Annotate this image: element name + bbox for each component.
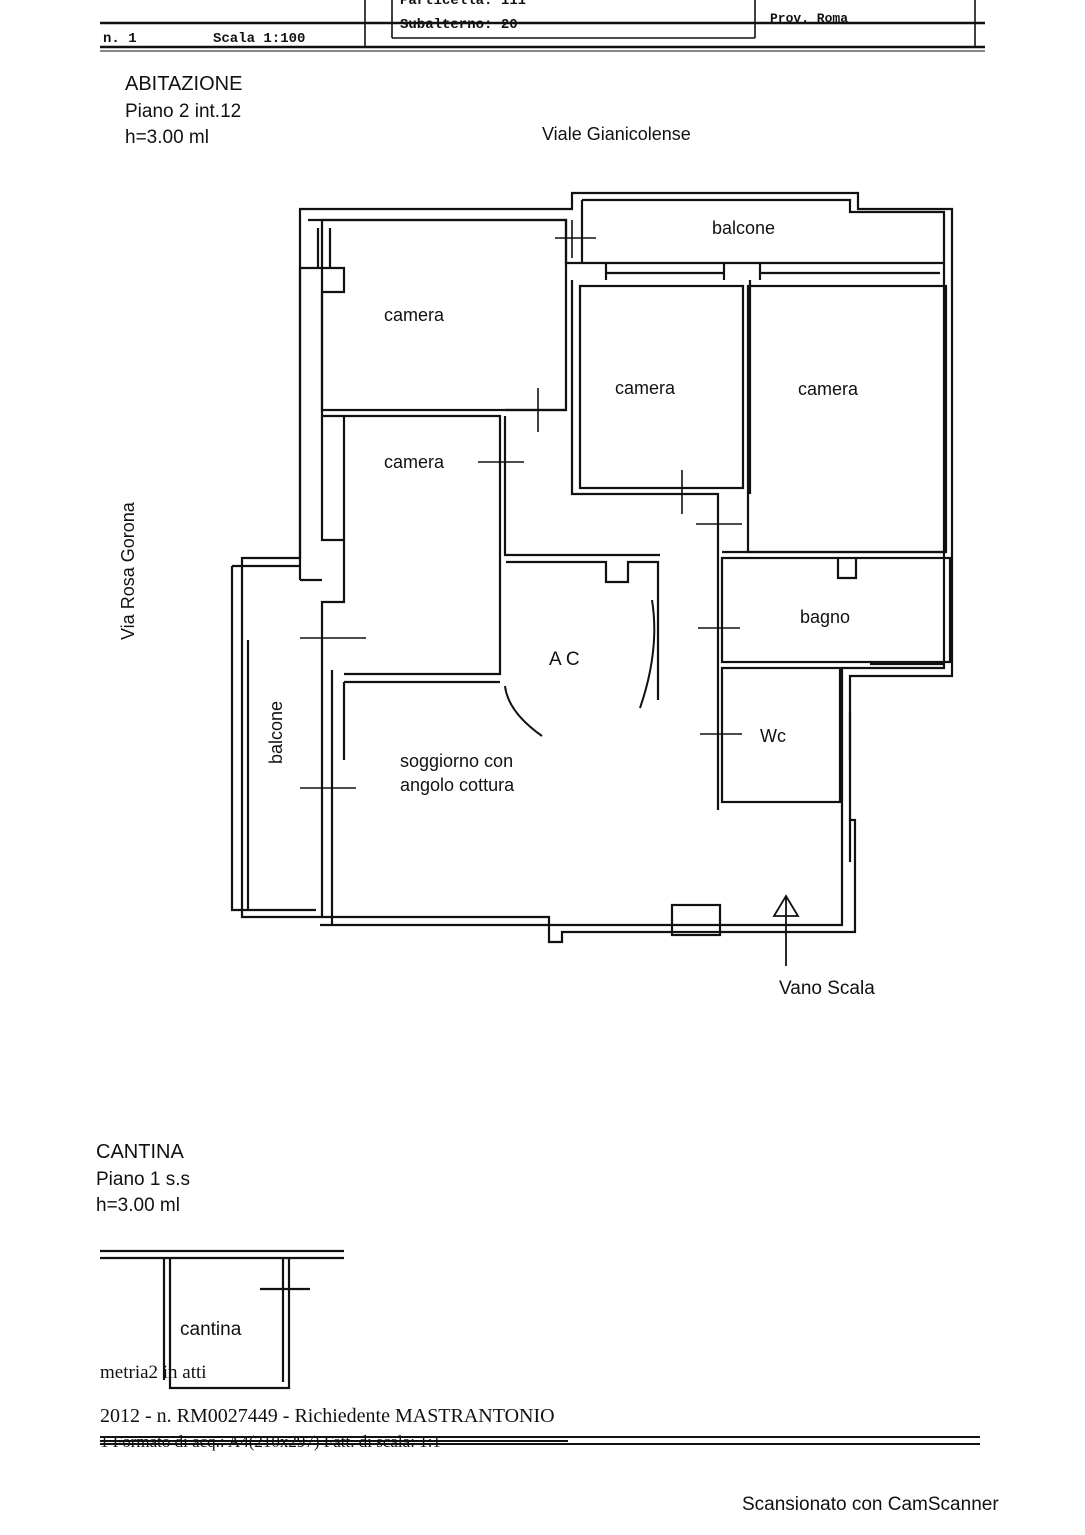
street-left-label: Via Rosa Gorona [118, 501, 138, 640]
camera-mid-left-label: camera [384, 452, 445, 472]
particella-text: Particella: 111 [400, 0, 526, 9]
provincia-text: Prov. Roma [770, 11, 848, 26]
camscanner-watermark: Scansionato con CamScanner [742, 1494, 999, 1515]
wc-label: Wc [760, 726, 786, 746]
stair-arrow [772, 894, 800, 966]
abitazione-floor: Piano 2 int.12 [125, 101, 241, 122]
scale-text: Scala 1:100 [213, 31, 305, 47]
camera-center-label: camera [615, 378, 676, 398]
request-text: 2012 - n. RM0027449 - Richiedente MASTRA… [100, 1405, 555, 1427]
abitazione-title: ABITAZIONE [125, 73, 242, 95]
ac-label: A C [549, 649, 580, 670]
cantina-height: h=3.00 ml [96, 1195, 180, 1216]
cantina-title: CANTINA [96, 1141, 184, 1163]
cantina-floor: Piano 1 s.s [96, 1169, 190, 1190]
header-cartouche [100, 0, 985, 52]
soggiorno-label-line2: angolo cottura [400, 775, 515, 795]
subalterno-text: Subalterno: 20 [400, 17, 518, 33]
door-markers [300, 220, 742, 789]
street-top-label: Viale Gianicolense [542, 124, 691, 144]
balcone-left-label: balcone [266, 701, 286, 764]
abitazione-height: h=3.00 ml [125, 127, 209, 148]
apartment-walls [230, 191, 954, 944]
soggiorno-label-line1: soggiorno con [400, 751, 513, 771]
footer-rules [100, 1436, 980, 1445]
sheet-number: n. 1 [103, 31, 137, 47]
balcone-top-label: balcone [712, 218, 775, 238]
vano-scala-label: Vano Scala [779, 978, 875, 999]
cantina-walls [100, 1249, 344, 1390]
cantina-room-label: cantina [180, 1319, 242, 1340]
door-arcs [504, 599, 656, 737]
camera-top-left-label: camera [384, 305, 445, 325]
bagno-label: bagno [800, 607, 850, 627]
doc-ref-text: metria2 in atti [100, 1362, 207, 1383]
camera-right-label: camera [798, 379, 859, 399]
